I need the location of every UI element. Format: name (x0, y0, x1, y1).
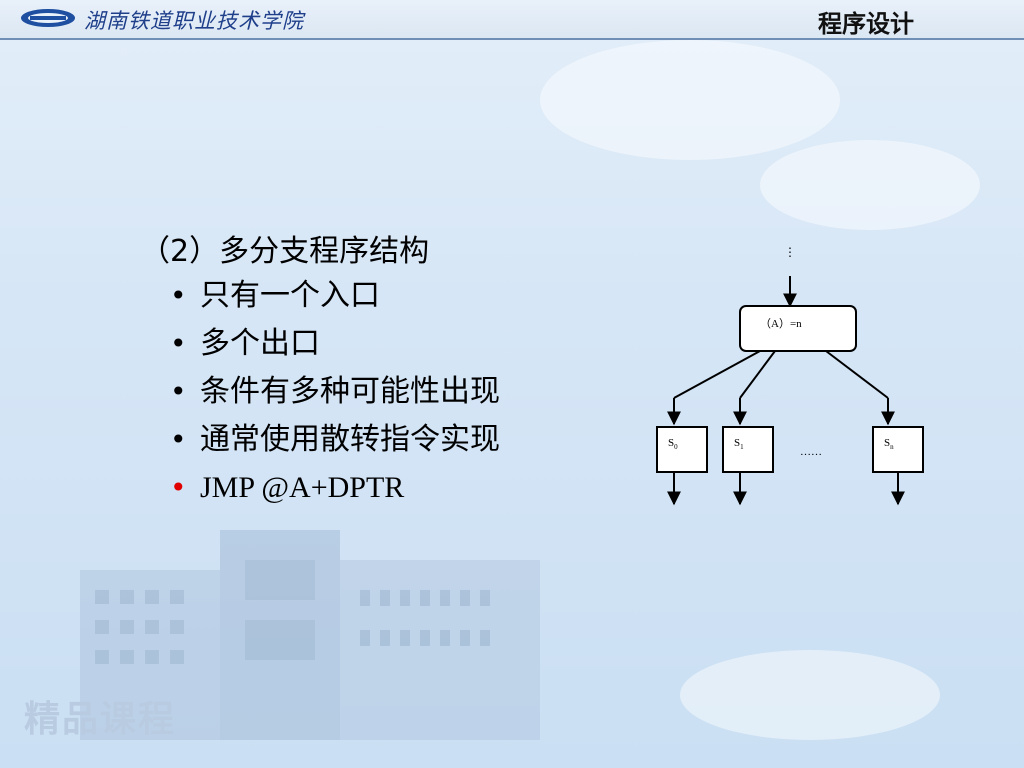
bullet-text: 只有一个入口 (200, 278, 380, 313)
bullet-list: • 只有一个入口 • 多个出口 • 条件有多种可能性出现 • 通常使用散转指令实现 • J… (170, 276, 500, 516)
branch-box-1 (722, 426, 774, 473)
branch-label-n: Sn (884, 437, 894, 451)
bullet-item: • 通常使用散转指令实现 (170, 420, 500, 468)
bullet-dot-icon: • (170, 279, 187, 312)
section-heading: （2）多分支程序结构 (140, 234, 430, 269)
cloud-decoration (680, 650, 940, 740)
cloud-decoration (760, 140, 980, 230)
branch-line-1 (739, 350, 776, 399)
bullet-text: 通常使用散转指令实现 (200, 422, 500, 457)
decision-box (739, 305, 857, 352)
branch-label-1: S1 (734, 437, 744, 451)
header-bar: 湖南铁道职业技术学院 程序设计 (0, 0, 1024, 40)
school-logo-icon (21, 9, 75, 27)
entry-dots: ⋮ (784, 245, 796, 259)
branch-line-0 (673, 350, 761, 399)
course-badge-watermark: 精品课程 (24, 699, 177, 740)
branch-line-n (825, 350, 889, 399)
bullet-item: • 多个出口 (170, 324, 500, 372)
school-name: 湖南铁道职业技术学院 (84, 9, 304, 33)
course-title: 程序设计 (818, 10, 914, 38)
branch-ellipsis: …… (800, 446, 822, 458)
bullet-dot-icon: • (170, 423, 187, 456)
bullet-text: 条件有多种可能性出现 (200, 374, 500, 409)
bullet-item: • 条件有多种可能性出现 (170, 372, 500, 420)
bullet-item-instruction: • JMP @A+DPTR (170, 468, 500, 516)
branch-box-0 (656, 426, 708, 473)
branch-box-n (872, 426, 924, 473)
bullet-dot-icon: • (170, 327, 187, 360)
decision-label: （A）=n (760, 317, 802, 330)
bullet-text: 多个出口 (200, 326, 320, 361)
cloud-decoration (540, 40, 840, 160)
bullet-dot-icon: • (170, 375, 187, 408)
branch-label-0: S0 (668, 437, 678, 451)
building-background-image (80, 530, 540, 740)
multi-branch-flowchart: ⋮ （A）=n S0 S1 …… Sn (656, 245, 924, 506)
bullet-text: JMP @A+DPTR (200, 471, 405, 504)
bullet-item: • 只有一个入口 (170, 276, 500, 324)
bullet-dot-icon: • (170, 471, 187, 504)
